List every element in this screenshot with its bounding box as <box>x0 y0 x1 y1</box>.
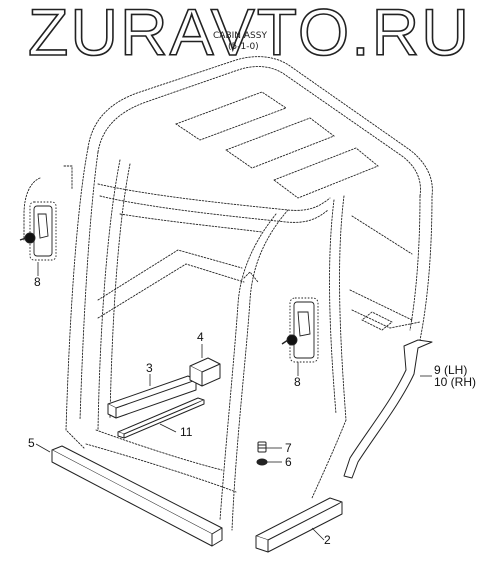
callout-8-left: 8 <box>34 275 41 289</box>
part-2-short-sill <box>255 497 343 553</box>
part-4-block <box>189 357 221 387</box>
callout-5: 5 <box>28 436 35 450</box>
left-rear-pillar <box>65 147 89 449</box>
watermark-text: ZURAVTO.RU <box>27 0 471 69</box>
cabin-roof-frame-inner <box>97 66 421 197</box>
roof-panel-1 <box>175 91 287 141</box>
cabin-roof-frame <box>87 56 433 197</box>
caption-title: CABIN ASSY <box>213 31 267 41</box>
right-front-pillar <box>339 195 347 421</box>
roof-panel-2 <box>225 117 335 169</box>
callout-11: 11 <box>180 425 193 439</box>
part-5-sill-bar <box>51 445 223 547</box>
roof-panel-3 <box>273 147 379 199</box>
callout-8-center: 8 <box>294 375 301 389</box>
front-roof-bar <box>97 183 331 211</box>
part-7-bolt <box>257 441 267 453</box>
callout-7: 7 <box>285 441 292 455</box>
callout-10: 10 (RH) <box>434 375 477 389</box>
center-front-pillar <box>231 209 289 531</box>
leader-11 <box>159 423 177 433</box>
leader-2 <box>311 527 325 541</box>
callout-9: 9 (LH) <box>434 363 468 377</box>
callout-2: 2 <box>324 533 331 547</box>
part-9-10-seal-strip <box>343 339 433 479</box>
leader-5 <box>35 443 51 453</box>
left-front-pillar <box>97 159 121 431</box>
callout-3: 3 <box>146 361 153 375</box>
part-6-washer <box>256 458 268 466</box>
callout-6: 6 <box>285 455 292 469</box>
center-mirror-part <box>281 297 319 363</box>
caption-subtitle: (5-1-0) <box>228 42 259 52</box>
left-mirror-part <box>19 201 57 261</box>
callout-4: 4 <box>197 330 204 344</box>
right-rear-pillar <box>419 195 433 341</box>
part-11-strip <box>117 397 205 439</box>
